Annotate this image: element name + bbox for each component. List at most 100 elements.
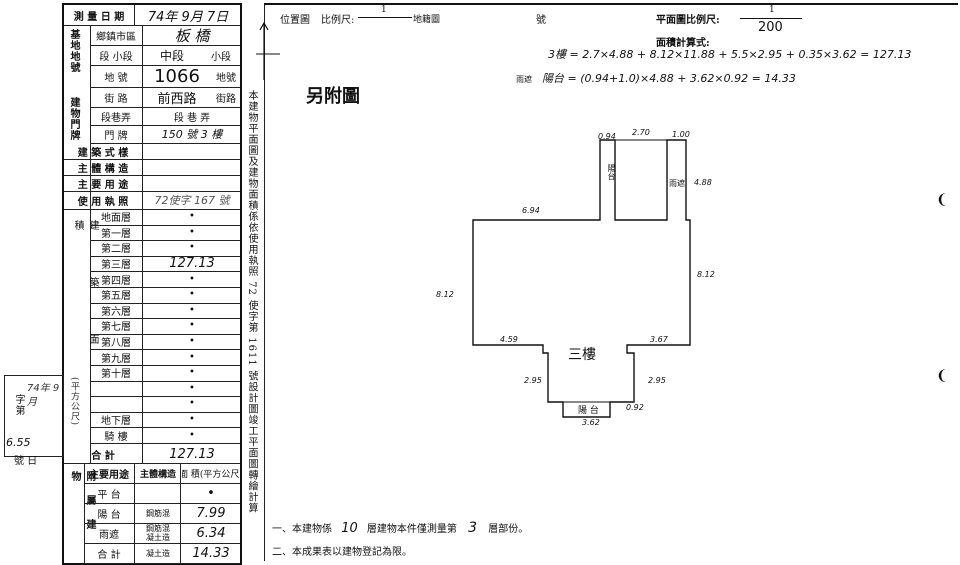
- structure-row: 主 體 構 造: [64, 159, 240, 176]
- area-group-label: 建 築 面 積: [72, 220, 98, 367]
- license-value: 72使字 167 號: [154, 194, 230, 207]
- balcony-top-label: 陽台: [607, 164, 616, 180]
- street-label: 街 路: [90, 87, 143, 107]
- district-value: 板 橋: [174, 26, 210, 45]
- attached-row: 平 台•: [84, 483, 240, 504]
- license-label: 使 用 執 照: [64, 191, 143, 209]
- dim-balcony-bottom: 3.62: [582, 418, 600, 427]
- stamp-label: 字第: [13, 394, 24, 416]
- floor-area-value: •: [189, 211, 195, 223]
- floor-area-value: •: [189, 273, 195, 285]
- floor-row: 第四層•: [90, 271, 240, 288]
- attached-group-label: 附屬建物: [69, 471, 95, 543]
- floor-area-value: •: [189, 414, 195, 426]
- scale-label: 比例尺:: [321, 15, 355, 26]
- attached-area: 14.33: [192, 545, 230, 561]
- subsection-suffix: 小段: [211, 51, 231, 63]
- dim-bottom-left: 4.59: [500, 335, 518, 344]
- attached-use: 合 計: [84, 543, 135, 563]
- floor-label: 第六層: [101, 306, 131, 318]
- dim-top-left: 0.94: [598, 132, 616, 141]
- note-1-floors: 10: [341, 521, 358, 536]
- floor-row: 地面層•: [90, 209, 240, 226]
- dim-right-main: 8.12: [697, 270, 715, 279]
- annex-title: 另附圖: [306, 86, 360, 107]
- floor-area-value: •: [189, 289, 195, 301]
- attached-use: 雨遮: [84, 523, 135, 543]
- floor-area-value: •: [189, 242, 195, 254]
- formula-canopy-prefix: 雨遮: [516, 75, 532, 84]
- base-lot-group-label: 基地地號: [68, 29, 79, 73]
- note-1: 一、本建物係 10 層建物本件僅測量第 3 層部份。: [272, 520, 528, 536]
- district-label: 鄉鎮市區: [90, 25, 143, 45]
- plan-scale-label: 平面圖比例尺:: [656, 15, 720, 26]
- attached-use: 陽 台: [84, 503, 135, 523]
- dim-top-mid: 2.70: [632, 128, 650, 137]
- total-label: 合 計: [64, 445, 143, 463]
- floor-row: 第二層•: [90, 240, 240, 257]
- total-value: 127.13: [169, 446, 215, 462]
- attached-header-row: 主要用途 主體構造 面 積(平方公尺): [84, 463, 240, 484]
- dim-bottom-right: 3.67: [650, 335, 668, 344]
- lot-value: 1066: [154, 65, 200, 87]
- structure-label: 主 體 構 造: [64, 159, 143, 175]
- floor-row: 第七層•: [90, 318, 240, 335]
- note-1-floor-number: 3: [468, 520, 478, 536]
- dim-left-step: 6.94: [522, 206, 540, 215]
- note-2: 二、本成果表以建物登記為限。: [272, 547, 412, 558]
- attached-area-header: 面 積(平方公尺): [182, 469, 240, 480]
- door-label: 門 牌: [90, 125, 143, 143]
- plan-scale-numerator: 1: [769, 5, 775, 15]
- floor-label: 騎 樓: [104, 431, 128, 443]
- district-row: 鄉鎮市區 板 橋: [90, 25, 240, 46]
- floor-label: [90, 396, 142, 412]
- floor-area-value: •: [189, 382, 195, 394]
- note-1-text-b: 層建物本件僅測量第: [366, 524, 457, 535]
- attached-structure: [136, 483, 181, 503]
- scale-numerator: 1: [381, 5, 387, 15]
- survey-date-label: 測 量 日 期: [64, 5, 135, 25]
- dim-wing-right: 2.95: [648, 376, 666, 385]
- note-1-text-a: 一、本建物係: [272, 524, 332, 535]
- attached-structure: 凝土造: [136, 543, 181, 563]
- dim-top-right: 1.00: [672, 130, 690, 139]
- attached-use: 平 台: [84, 483, 135, 503]
- attached-area: 7.99: [196, 505, 226, 521]
- dim-balcony-right: 0.92: [626, 403, 644, 412]
- floor-area-value: •: [189, 398, 195, 410]
- position-map-label: 位置圖: [280, 15, 310, 26]
- canopy-label: 雨遮: [669, 179, 685, 188]
- floor-row: 第八層•: [90, 334, 240, 351]
- floor-label: 第七層: [101, 322, 131, 334]
- building-register-table: 測 量 日 期 74年 9月 7日 基地地號 鄉鎮市區 板 橋 段 小段 中段 …: [62, 3, 242, 565]
- floor-row: 地下層•: [90, 412, 240, 429]
- floor-row: •: [90, 396, 240, 413]
- attached-row: 合 計凝土造 14.33: [84, 543, 240, 564]
- door-number-row: 門 牌 150 號 3 樓: [90, 125, 240, 144]
- street-value: 前西路: [157, 91, 197, 107]
- floor-row: 第一層•: [90, 225, 240, 242]
- floor-label: 第五層: [101, 291, 131, 303]
- street-suffix: 街路: [216, 93, 236, 105]
- lane-label: 段巷弄: [90, 107, 143, 125]
- stamp-date-label: 號 日: [14, 456, 38, 467]
- dim-wing-left: 2.95: [524, 376, 542, 385]
- floor-area-value: •: [189, 304, 195, 316]
- floor-area-value: 127.13: [169, 256, 215, 272]
- floor-area-value: •: [189, 351, 195, 363]
- section-value: 中段: [159, 48, 184, 63]
- lot-label: 地 號: [90, 65, 143, 87]
- floor-area-value: •: [189, 367, 195, 379]
- top-border: [264, 3, 958, 5]
- dim-left-main: 8.12: [436, 290, 454, 299]
- stamp-date-hand: 74年 9月: [27, 383, 60, 408]
- style-label: 建 築 式 樣: [64, 143, 143, 159]
- attached-area: 6.34: [196, 525, 226, 541]
- attached-use-header: 主要用途: [84, 463, 135, 483]
- survey-date-value: 74年 9月 7日: [147, 9, 229, 25]
- note-1-text-c: 層部份。: [488, 524, 529, 535]
- edge-mark-top: ❨: [936, 192, 948, 208]
- floor-label: 第八層: [101, 338, 131, 350]
